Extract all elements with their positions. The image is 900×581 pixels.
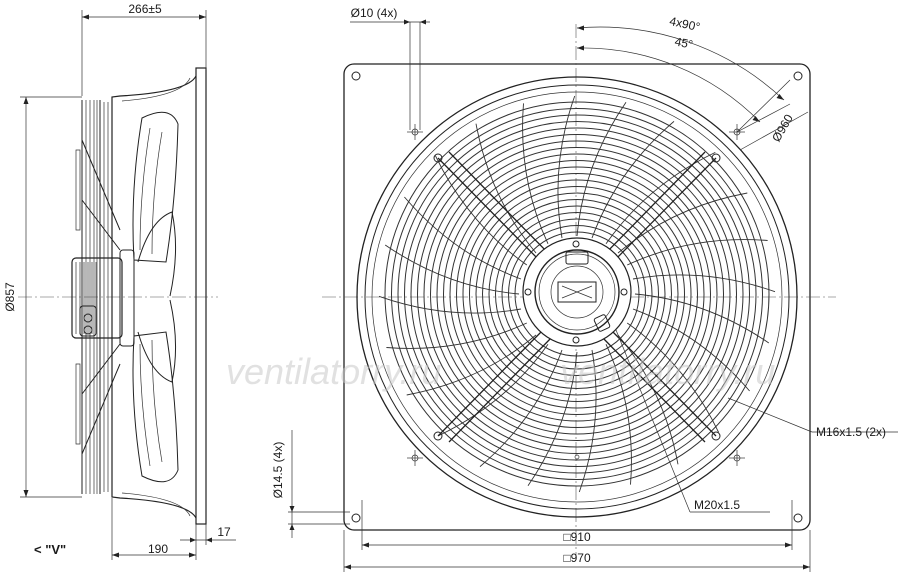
guard-radial-wire (386, 322, 527, 349)
dim-circle-960: Ø960 (736, 103, 809, 151)
hole-dia-label: Ø10 (4x) (351, 6, 398, 20)
corner-holes (351, 71, 803, 523)
guard-radial-wire (576, 101, 627, 237)
guard-ring (443, 160, 711, 428)
guard-ring (449, 166, 705, 422)
guard-radial-wire (438, 343, 549, 437)
nozzle-outer-ring (356, 76, 798, 518)
dim-angles: 4x90° 45° (576, 14, 791, 133)
side-dim-depth: 266±5 (81, 2, 207, 96)
side-flange-plate (195, 67, 207, 525)
side-diameter-label: Ø857 (3, 282, 17, 312)
guard-radial-wire (557, 95, 576, 239)
guard-ring (469, 186, 685, 402)
guard-ring (436, 153, 718, 435)
dim-970-label: □970 (563, 551, 591, 565)
guard-ring (391, 108, 763, 480)
guard-radial-wire (578, 349, 597, 493)
guard-radial-wire (522, 103, 549, 244)
side-motor (71, 249, 135, 347)
guard-radial-wire (632, 274, 776, 293)
watermark-text: ventilatorry.ru (226, 351, 441, 392)
side-flange-label: 17 (217, 525, 231, 539)
mount-holes (407, 124, 745, 466)
guard-radial-wires (378, 95, 776, 493)
guard-radial-wire (634, 293, 770, 344)
guard-ring (423, 140, 731, 448)
guard-radial-wire (479, 349, 563, 467)
watermark-text-2: ventilatorry.ru (560, 351, 775, 392)
guard-ring (384, 101, 770, 487)
circle-960-label: Ø960 (769, 112, 796, 145)
guard-ring (430, 147, 724, 441)
guard-radial-wire (627, 239, 768, 266)
view-marker-label: < "V" (34, 542, 66, 557)
dim-slot: Ø14.5 (4x) (271, 430, 350, 538)
side-blades (132, 111, 179, 483)
guard-ring (456, 173, 698, 415)
dim-910-label: □910 (563, 530, 591, 544)
guard-radial-wire (605, 151, 716, 245)
guard-radial-wire (527, 351, 578, 487)
callout-m20: M20x1.5 (615, 329, 770, 513)
guard-radial-wire (475, 123, 537, 254)
slot-label: Ø14.5 (4x) (271, 442, 285, 499)
guard-ring (488, 205, 666, 383)
side-dim-bottom: 17 190 (111, 498, 236, 560)
side-view: 266±5 Ø857 17 190 < "V" (3, 2, 236, 560)
guard-ring (475, 192, 679, 396)
side-depth-label: 266±5 (128, 2, 162, 16)
guard-radial-wire (632, 308, 750, 392)
angle-4x90-label: 4x90° (668, 14, 701, 34)
guard-radial-wire (605, 344, 632, 485)
guard-radial-wire (591, 121, 675, 239)
angle-45-label: 45° (673, 34, 694, 52)
side-base-label: 190 (148, 542, 168, 556)
m16-label: M16x1.5 (2x) (816, 425, 886, 439)
dim-970: □970 (343, 530, 811, 572)
side-dim-diameter: Ø857 (3, 96, 82, 498)
guard-ring (495, 212, 659, 376)
guard-radial-wire (378, 295, 522, 314)
dim-hole-dia: Ø10 (4x) (350, 6, 430, 130)
front-view: Ø10 (4x) 4x90° 45° Ø960 Ø14.5 (4x) (271, 6, 898, 572)
guard-ring (508, 225, 646, 363)
guard-ring (410, 127, 744, 461)
guard-struts (433, 151, 721, 443)
guard-radial-wire (404, 196, 522, 280)
motor-hub (522, 237, 632, 347)
guard-ring (397, 114, 757, 474)
guard-radial-wire (626, 322, 720, 433)
m20-label: M20x1.5 (694, 498, 740, 512)
guard-ring (482, 199, 672, 389)
dim-910: □910 (361, 500, 793, 550)
guard-ring (404, 121, 750, 467)
side-guard-grille (75, 100, 121, 494)
callout-m16: M16x1.5 (2x) (727, 397, 898, 439)
guard-rings (384, 101, 770, 487)
guard-radial-wire (384, 244, 520, 295)
guard-radial-wire (434, 155, 528, 266)
guard-radial-wire (406, 334, 537, 396)
guard-ring (501, 218, 653, 370)
guard-ring (417, 134, 737, 454)
guard-ring (462, 179, 692, 409)
